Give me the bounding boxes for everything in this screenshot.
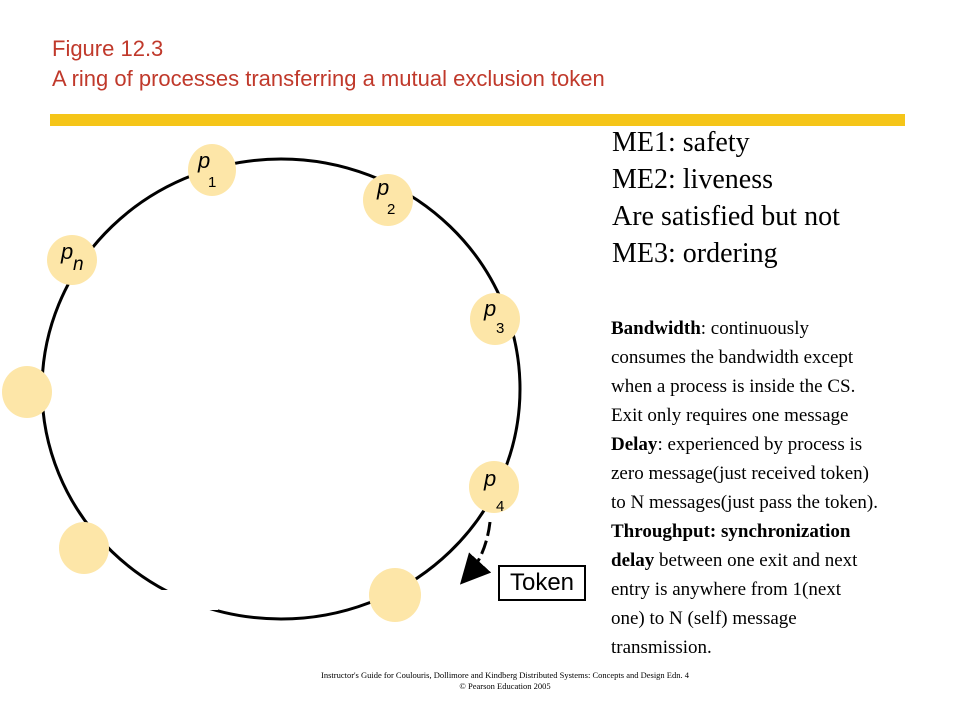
ring-circle xyxy=(40,157,522,621)
bandwidth-line-1: Bandwidth: continuously xyxy=(611,314,956,343)
throughput-line-3: entry is anywhere from 1(next xyxy=(611,579,842,600)
throughput-line-1: Throughput: synchronization xyxy=(611,517,956,546)
mutual-exclusion-properties: ME1: safety ME2: liveness Are satisfied … xyxy=(612,124,840,272)
figure-title: Figure 12.3 A ring of processes transfer… xyxy=(52,34,605,94)
process-subscript: n xyxy=(73,254,84,275)
process-label: p xyxy=(376,175,389,200)
footer-citation: Instructor's Guide for Coulouris, Dollim… xyxy=(320,670,689,680)
process-node-unlabeled xyxy=(2,366,52,418)
throughput-line-5: transmission. xyxy=(611,637,712,658)
token-direction-arrow xyxy=(459,521,492,585)
delay-line-3: to N messages(just pass the token). xyxy=(611,492,879,513)
process-node-circle xyxy=(470,293,520,345)
process-label: p xyxy=(60,239,73,264)
throughput-line-4: one) to N (self) message xyxy=(611,608,797,629)
bandwidth-text: : continuously xyxy=(700,318,809,339)
property-satisfied: Are satisfied but not xyxy=(612,201,840,232)
throughput-term: Throughput: synchronization xyxy=(611,521,851,542)
process-node-pn: p n xyxy=(47,235,97,285)
bandwidth-line-4: Exit only requires one message xyxy=(611,405,849,426)
process-node-circle xyxy=(363,174,413,226)
process-node-p2: p 2 xyxy=(363,174,413,226)
process-subscript: 2 xyxy=(387,201,395,218)
process-node-p3: p 3 xyxy=(470,293,520,345)
token-label-box: Token xyxy=(498,565,586,601)
delay-term: Delay xyxy=(611,434,658,455)
property-me3: ME3: ordering xyxy=(612,238,778,269)
process-node-p1: p 1 xyxy=(188,144,236,196)
process-label: p xyxy=(483,296,496,321)
title-underline-bar xyxy=(50,114,905,126)
process-node-token-holder xyxy=(369,568,421,622)
throughput-line-2: delay between one exit and next xyxy=(611,546,956,575)
process-node-p4: p 4 xyxy=(469,461,519,515)
process-node-unlabeled xyxy=(59,522,109,574)
ring-gap xyxy=(148,590,218,610)
process-label: p xyxy=(197,148,210,173)
figure-caption: A ring of processes transferring a mutua… xyxy=(52,66,605,91)
delay-line-2: zero message(just received token) xyxy=(611,463,869,484)
figure-label: Figure 12.3 xyxy=(52,36,164,61)
process-subscript: 3 xyxy=(496,320,504,337)
performance-notes: Bandwidth: continuously consumes the ban… xyxy=(611,314,956,662)
process-subscript: 4 xyxy=(496,498,504,515)
process-node-circle xyxy=(188,144,236,196)
bandwidth-line-2: consumes the bandwidth except xyxy=(611,347,854,368)
bandwidth-term: Bandwidth xyxy=(611,318,701,339)
throughput-text: between one exit and next xyxy=(654,550,858,571)
property-me2: ME2: liveness xyxy=(612,164,773,195)
delay-term-bold: delay xyxy=(611,550,655,571)
process-subscript: 1 xyxy=(208,174,216,191)
footer-copyright: © Pearson Education 2005 xyxy=(459,681,551,691)
property-me1: ME1: safety xyxy=(612,127,750,158)
process-node-circle xyxy=(47,235,97,285)
delay-text: : experienced by process is xyxy=(657,434,863,455)
process-label: p xyxy=(483,466,496,491)
slide-footer: Instructor's Guide for Coulouris, Dollim… xyxy=(0,670,960,692)
delay-line-1: Delay: experienced by process is xyxy=(611,430,956,459)
bandwidth-line-3: when a process is inside the CS. xyxy=(611,376,856,397)
process-node-circle xyxy=(469,461,519,513)
